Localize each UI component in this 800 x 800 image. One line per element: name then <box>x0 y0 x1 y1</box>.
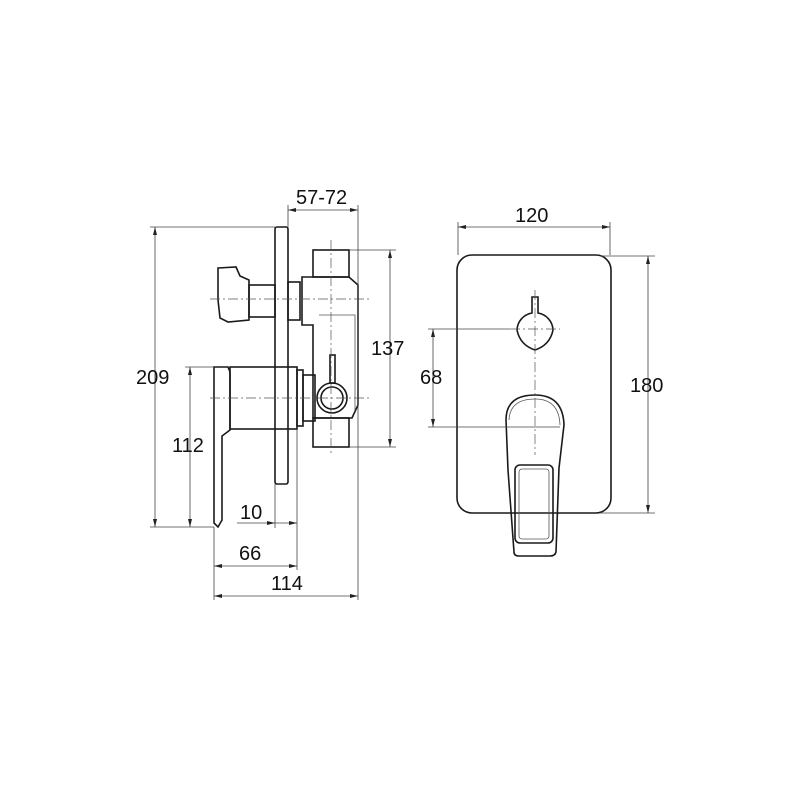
valve-body <box>301 276 359 419</box>
dim-label-209: 209 <box>136 367 169 389</box>
diverter-sleeve <box>287 281 301 321</box>
lever-handle-side <box>213 366 231 529</box>
dim-label-66: 66 <box>239 543 261 565</box>
diverter-stem <box>248 284 276 318</box>
side-dimensions: 209 112 137 57-72 10 66 114 <box>136 187 404 600</box>
body-inner-line <box>319 314 356 410</box>
diverter-knob <box>217 266 250 323</box>
dim-label-10: 10 <box>240 502 262 524</box>
dim-label-120: 120 <box>515 205 548 227</box>
dim-label-112: 112 <box>172 435 204 457</box>
lever-inner-edge <box>508 398 561 426</box>
front-view <box>456 254 612 557</box>
cover-plate-front <box>456 254 612 514</box>
dim-label-137: 137 <box>371 338 404 360</box>
cover-plate-side <box>274 226 289 485</box>
lever-handle-front <box>505 394 565 557</box>
dim-label-57-72: 57-72 <box>296 187 347 209</box>
dim-label-68: 68 <box>420 367 442 389</box>
lever-opening <box>514 464 554 544</box>
side-view <box>210 226 372 529</box>
cartridge-pin <box>329 354 336 384</box>
dim-label-114: 114 <box>271 573 303 595</box>
lever-opening-inner <box>518 468 550 540</box>
dim-label-180: 180 <box>630 375 663 397</box>
front-dimensions: 120 180 68 <box>420 205 663 514</box>
